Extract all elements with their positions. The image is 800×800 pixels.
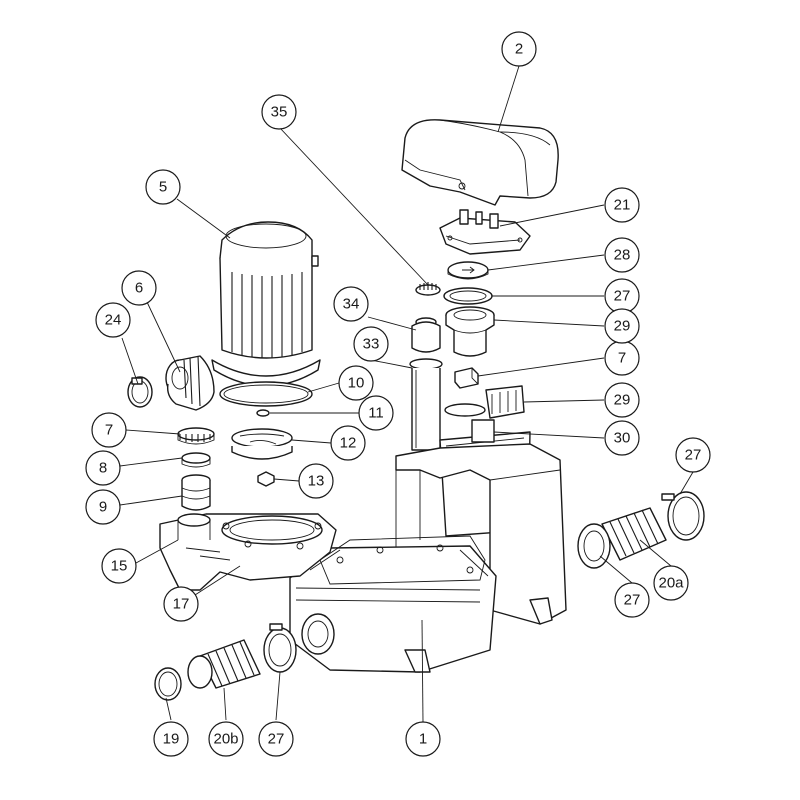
callout-label: 28	[614, 247, 631, 264]
callout-10: 10	[338, 365, 374, 401]
part-o-ring-10	[219, 381, 313, 407]
part-washer-11	[256, 409, 270, 417]
part-pump-housing	[159, 513, 337, 591]
callout-35: 35	[261, 94, 297, 130]
callout-label: 5	[159, 179, 167, 196]
part-column	[409, 317, 443, 451]
callout-13: 13	[298, 463, 334, 499]
part-motor	[211, 221, 321, 387]
part-ring-7	[177, 427, 215, 445]
part-cover	[401, 119, 559, 206]
callout-17: 17	[163, 586, 199, 622]
part-float-small	[454, 367, 479, 389]
callout-27-right-bottom: 27	[614, 582, 650, 618]
callout-label: 34	[343, 296, 360, 313]
callout-7-right: 7	[604, 340, 640, 376]
part-hose-right	[577, 491, 705, 569]
callout-15: 15	[101, 548, 137, 584]
callout-label: 15	[111, 558, 128, 575]
part-tube	[181, 474, 211, 511]
callout-label: 7	[105, 422, 113, 439]
callout-label: 9	[99, 499, 107, 516]
callout-label: 27	[614, 288, 631, 305]
callout-30: 30	[604, 420, 640, 456]
callout-label: 29	[614, 392, 631, 409]
callout-29-bracket: 29	[604, 382, 640, 418]
part-clamp-24	[127, 376, 153, 408]
part-bracket	[485, 385, 525, 419]
callout-9: 9	[85, 489, 121, 525]
part-base	[289, 443, 567, 673]
callout-label: 21	[614, 197, 631, 214]
callout-label: 1	[419, 731, 427, 748]
callout-8: 8	[85, 450, 121, 486]
callout-27-bottom: 27	[258, 721, 294, 757]
part-nut	[257, 471, 275, 487]
callout-label: 13	[308, 473, 325, 490]
callout-label: 6	[135, 280, 143, 297]
callout-label: 33	[363, 336, 380, 353]
callout-label: 20a	[658, 575, 684, 592]
callout-24: 24	[95, 302, 131, 338]
callout-label: 27	[624, 592, 641, 609]
callout-29-sleeve: 29	[604, 308, 640, 344]
callout-34: 34	[333, 286, 369, 322]
callout-7-left: 7	[91, 412, 127, 448]
callout-2: 2	[501, 31, 537, 67]
callout-label: 10	[348, 375, 365, 392]
part-impeller	[231, 428, 293, 460]
callout-label: 19	[163, 731, 180, 748]
part-sleeve	[445, 306, 495, 357]
callout-5: 5	[145, 169, 181, 205]
callout-label: 12	[340, 435, 357, 452]
callout-label: 20b	[213, 731, 238, 748]
callout-28: 28	[604, 237, 640, 273]
callout-11: 11	[358, 395, 394, 431]
callout-1: 1	[405, 721, 441, 757]
callout-label: 11	[368, 405, 384, 422]
callout-27-top-stack: 27	[604, 278, 640, 314]
callout-label: 17	[173, 596, 190, 613]
callout-33: 33	[353, 326, 389, 362]
callout-6: 6	[121, 270, 157, 306]
callout-label: 35	[271, 104, 288, 121]
part-lid-plate	[439, 209, 531, 255]
callout-label: 27	[685, 447, 702, 464]
part-ring-stack	[443, 287, 493, 305]
part-collar	[181, 452, 211, 468]
callout-label: 2	[515, 41, 523, 58]
part-elbow	[165, 355, 215, 411]
callout-label: 24	[105, 312, 122, 329]
leader-lines	[119, 65, 694, 723]
part-disc	[447, 261, 489, 280]
part-hose-left	[154, 623, 297, 701]
callout-label: 27	[268, 731, 285, 748]
callout-19: 19	[153, 721, 189, 757]
part-cap-35	[415, 282, 441, 296]
callout-12: 12	[330, 425, 366, 461]
callout-label: 7	[618, 350, 626, 367]
callout-label: 29	[614, 318, 631, 335]
callout-27-right-top: 27	[675, 437, 711, 473]
callout-20a: 20a	[653, 565, 689, 601]
callout-21: 21	[604, 187, 640, 223]
callout-20b: 20b	[208, 721, 244, 757]
callout-label: 8	[99, 460, 107, 477]
callout-label: 30	[614, 430, 631, 447]
